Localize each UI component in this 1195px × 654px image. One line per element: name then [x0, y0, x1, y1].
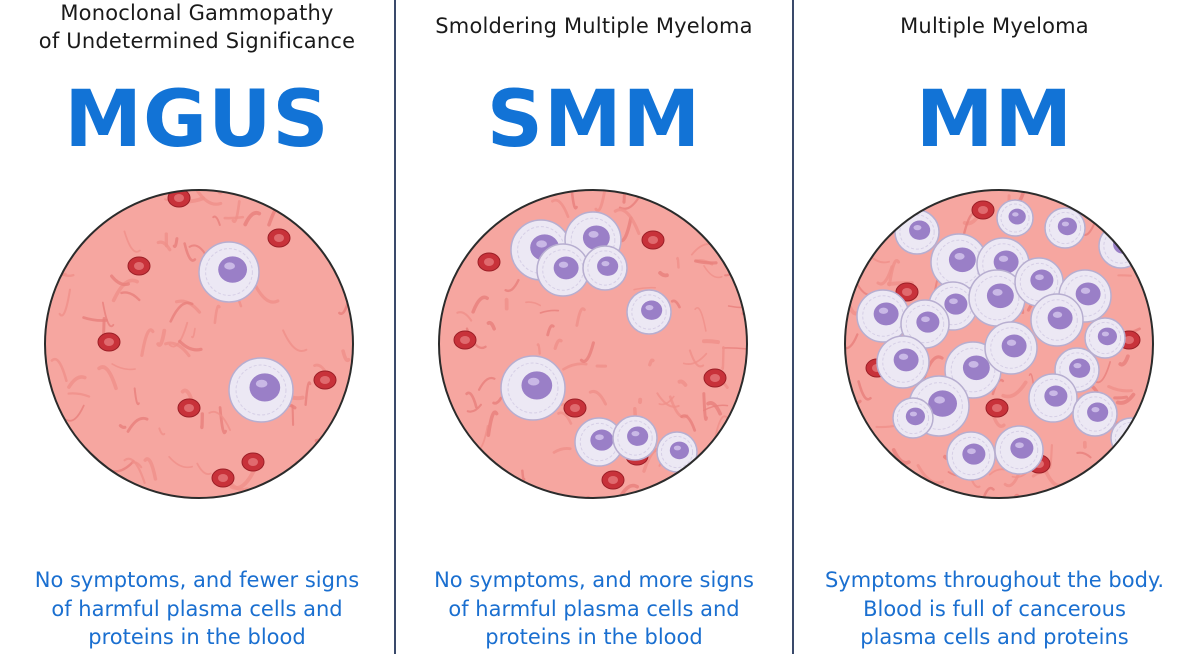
blood-sample-illustration: [437, 188, 749, 500]
full-name-line: Monoclonal Gammopathy: [60, 1, 334, 25]
plasma-cell: [900, 299, 950, 349]
plasma-cell: [876, 335, 930, 389]
plasma-cell: [1072, 391, 1118, 437]
blood-sample-circle: [438, 189, 748, 499]
plasma-cell: [946, 431, 996, 481]
description-line: proteins in the blood: [88, 625, 306, 649]
tissue-background: [845, 190, 1153, 498]
plasma-cell: [1098, 223, 1144, 269]
description-line: of harmful plasma cells and: [51, 596, 343, 621]
full-name: Multiple Myeloma: [794, 12, 1195, 40]
plasma-cell: [582, 245, 628, 291]
description: No symptoms, and fewer signs of harmful …: [0, 566, 394, 652]
plasma-cell: [892, 397, 934, 439]
panel-smm: Smoldering Multiple Myeloma SMM No sympt…: [394, 0, 792, 654]
description-line: of harmful plasma cells and: [448, 596, 740, 621]
abbreviation: MM: [915, 75, 1074, 165]
description-line: No symptoms, and more signs: [434, 568, 754, 592]
plasma-cell: [626, 289, 672, 335]
blood-sample-circle: [844, 189, 1154, 499]
circle-border: [44, 189, 354, 499]
description-line: plasma cells and proteins: [860, 625, 1129, 649]
description-line: proteins in the blood: [485, 625, 703, 649]
plasma-cell: [198, 241, 260, 303]
plasma-cell: [1028, 373, 1078, 423]
full-name-line: Multiple Myeloma: [900, 14, 1089, 38]
description: Symptoms throughout the body. Blood is f…: [794, 566, 1195, 652]
plasma-cell: [994, 425, 1044, 475]
plasma-cell: [856, 289, 910, 343]
plasma-cell: [656, 431, 698, 473]
plasma-cell: [1030, 293, 1084, 347]
description: No symptoms, and more signs of harmful p…: [396, 566, 792, 652]
plasma-cell: [612, 415, 658, 461]
full-name-line: Smoldering Multiple Myeloma: [435, 14, 753, 38]
plasma-cell: [1044, 207, 1086, 249]
blood-sample-illustration: [43, 188, 355, 500]
plasma-cell: [1084, 317, 1126, 359]
panel-mgus: Monoclonal Gammopathy of Undetermined Si…: [0, 0, 394, 654]
circle-border: [438, 189, 748, 499]
full-name: Monoclonal Gammopathy of Undetermined Si…: [0, 0, 394, 55]
description-line: No symptoms, and fewer signs: [34, 568, 360, 592]
plasma-cell: [536, 243, 590, 297]
plasma-cell: [894, 209, 940, 255]
panel-mm: Multiple Myeloma MM Symptoms throughout …: [792, 0, 1195, 654]
plasma-cell: [228, 357, 294, 423]
plasma-cell: [996, 199, 1034, 237]
abbreviation: SMM: [486, 75, 702, 165]
plasma-cell: [500, 355, 566, 421]
blood-sample-circle: [44, 189, 354, 499]
full-name: Smoldering Multiple Myeloma: [396, 12, 792, 40]
circle-border: [844, 189, 1154, 499]
full-name-line: of Undetermined Significance: [38, 29, 356, 53]
plasma-cell: [984, 321, 1038, 375]
abbreviation: MGUS: [64, 75, 330, 165]
blood-sample-illustration: [843, 188, 1155, 500]
description-line: Blood is full of cancerous: [863, 596, 1126, 621]
description-line: Symptoms throughout the body.: [824, 568, 1165, 592]
tissue-background: [439, 190, 747, 498]
